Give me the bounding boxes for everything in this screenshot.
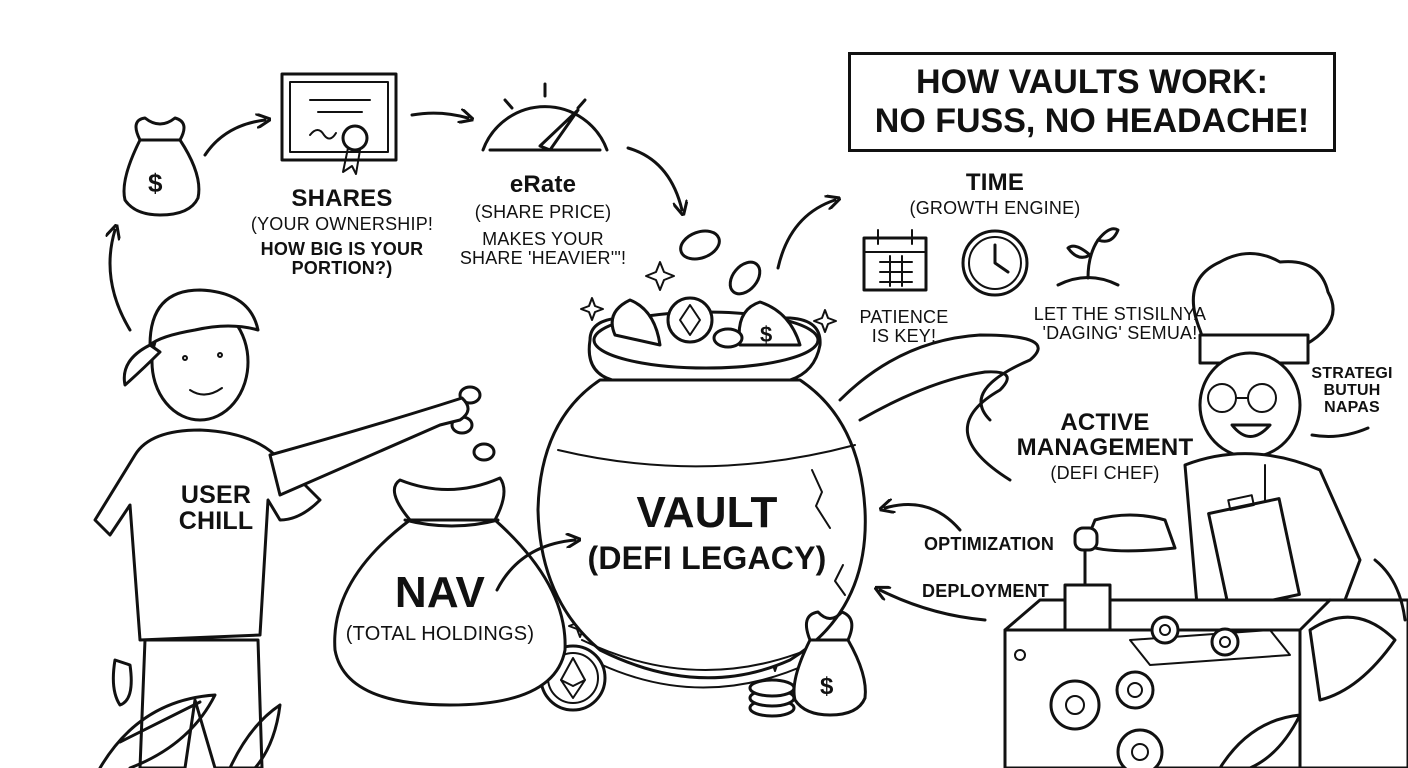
nav-label: NAV (TOTAL HOLDINGS) [330, 568, 550, 646]
gear-icon [1049, 615, 1240, 768]
vault-line-2: (DEFI LEGACY) [587, 540, 827, 577]
let-it-cook-label: LET THE STISILNYA 'DAGING' SEMUA! [1020, 305, 1220, 343]
nav-heading: NAV [394, 568, 486, 617]
time-subtitle: (GROWTH ENGINE) [909, 198, 1081, 219]
management-line-1: ACTIVE [1060, 409, 1150, 436]
pointer-line [1310, 426, 1370, 438]
management-line-3: (DEFI CHEF) [1050, 463, 1160, 484]
flow-arrow [626, 146, 682, 210]
title-line-1: HOW VAULTS WORK: [916, 62, 1268, 101]
money-bag-icon: $ [122, 116, 201, 217]
shares-line-2: HOW BIG IS YOUR [260, 239, 424, 260]
user-shirt-line-2: CHILL [178, 507, 254, 536]
strategy-line-3: NAPAS [1324, 398, 1380, 416]
strategy-line-1: STRATEGI [1311, 365, 1393, 382]
foliage-decoration [98, 693, 282, 768]
optimization-label: OPTIMIZATION [923, 534, 1055, 554]
patience-line-2: IS KEY! [871, 325, 937, 346]
chef-character [1083, 252, 1362, 642]
let-line-2: 'DAGING' SEMUA! [1042, 322, 1198, 343]
vault-pot [536, 310, 867, 689]
clock-icon [961, 229, 1029, 297]
road-path [858, 370, 1012, 482]
vault-label: VAULT (DEFI LEGACY) [572, 488, 842, 577]
user-shirt-text: USER CHILL [168, 482, 264, 535]
certificate-icon [280, 72, 398, 175]
time-heading: TIME [965, 169, 1025, 196]
erate-label: eRate (SHARE PRICE) MAKES YOUR SHARE 'HE… [438, 172, 648, 268]
flow-arrow [110, 230, 132, 332]
strategy-line-2: BUTUH [1323, 381, 1381, 399]
sprout-icon [1056, 227, 1120, 287]
patience-label: PATIENCE IS KEY! [848, 308, 960, 346]
calendar-icon [862, 229, 928, 292]
flow-arrow [885, 504, 962, 532]
nav-subtitle: (TOTAL HOLDINGS) [345, 623, 535, 646]
coin-stack [748, 678, 796, 718]
foliage-decoration [1218, 558, 1407, 768]
flow-arrow [410, 113, 468, 118]
vault-line-1: VAULT [636, 488, 778, 537]
management-line-2: MANAGEMENT [1016, 434, 1194, 462]
time-label: TIME (GROWTH ENGINE) [880, 170, 1110, 218]
svg-text:$: $ [760, 322, 772, 347]
deployment-label: DEPLOYMENT [922, 581, 1050, 601]
money-bag-icon: $ [792, 610, 867, 717]
strategy-label: STRATEGI BUTUH NAPAS [1300, 365, 1404, 416]
flow-arrow [495, 540, 575, 592]
svg-text:$: $ [148, 168, 163, 198]
flow-arrow [203, 120, 265, 157]
pot-contents: $ [610, 296, 802, 349]
shares-heading: SHARES [291, 185, 393, 212]
nav-money-bag [333, 476, 567, 707]
patience-line-1: PATIENCE [859, 307, 949, 327]
title-line-2: NO FUSS, NO HEADACHE! [874, 102, 1310, 140]
erate-line-2: MAKES YOUR [482, 229, 604, 250]
shares-line-3: PORTION?) [291, 257, 393, 278]
coin-icon [450, 229, 762, 462]
let-line-1: LET THE STISILNYA [1033, 304, 1207, 324]
control-machine [1003, 526, 1408, 768]
shares-line-1: (YOUR OWNERSHIP! [250, 214, 434, 235]
gauge-icon [481, 82, 609, 152]
erate-line-1: (SHARE PRICE) [474, 202, 612, 223]
user-character [93, 288, 470, 768]
svg-text:$: $ [820, 673, 834, 700]
title-box: HOW VAULTS WORK: NO FUSS, NO HEADACHE! [848, 52, 1336, 152]
erate-heading: eRate [509, 171, 577, 198]
shares-label: SHARES (YOUR OWNERSHIP! HOW BIG IS YOUR … [222, 186, 462, 278]
road-path [838, 333, 1040, 422]
flow-arrow [880, 590, 987, 622]
erate-line-3: SHARE 'HEAVIER'"! [459, 247, 627, 268]
flow-arrow [776, 200, 835, 270]
active-management-label: ACTIVE MANAGEMENT (DEFI CHEF) [1010, 410, 1200, 483]
user-shirt-line-1: USER [180, 481, 252, 509]
